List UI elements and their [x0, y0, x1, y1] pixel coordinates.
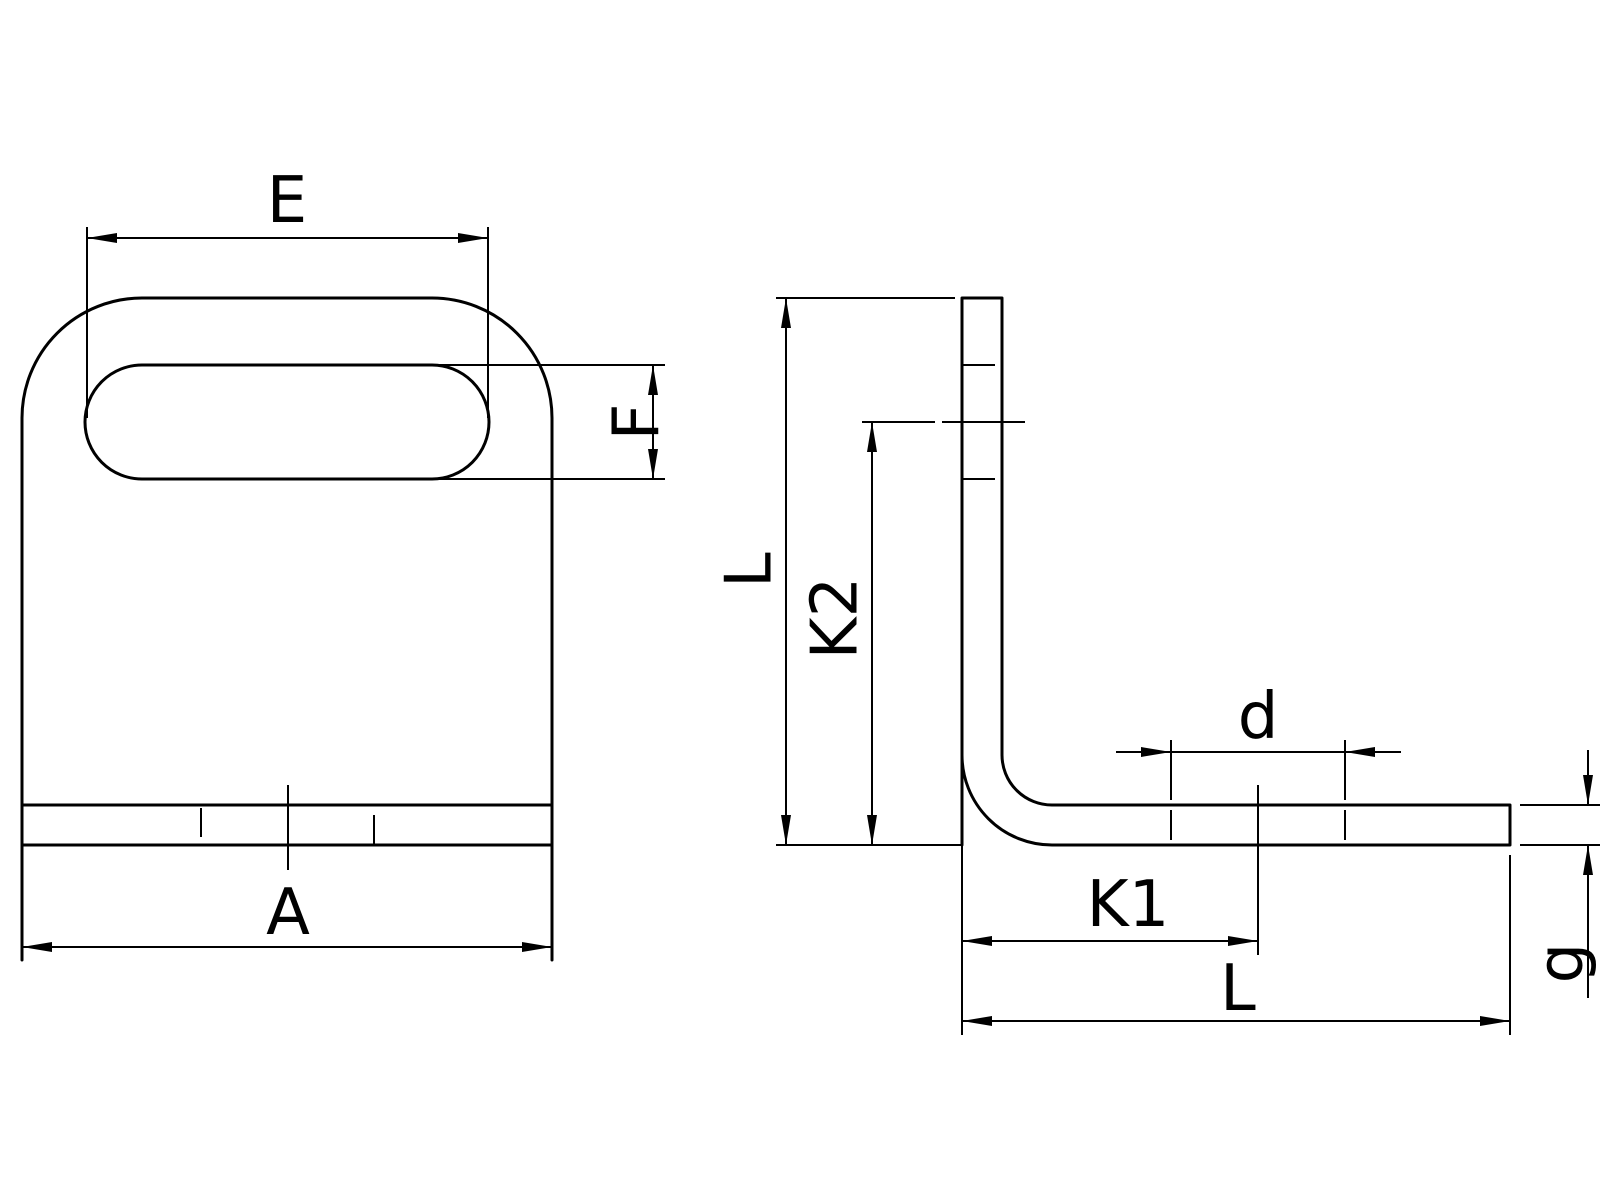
dimension-label-k1: K1	[1087, 868, 1170, 942]
dimension-label-d: d	[1238, 680, 1279, 754]
dimension-label-l-horizontal: L	[1220, 952, 1256, 1026]
angle-profile	[960, 296, 1512, 847]
dimension-label-l-vertical: L	[712, 552, 786, 588]
slot-outline	[83, 363, 491, 481]
side-view: L K2 d K1 L g	[712, 296, 1600, 1035]
dimension-label-e: E	[267, 164, 307, 238]
dimension-label-a: A	[266, 876, 310, 950]
dimension-label-k2: K2	[798, 577, 872, 660]
dimension-label-g: g	[1524, 943, 1598, 984]
dimension-label-f: F	[600, 404, 674, 441]
front-view: E F A	[20, 164, 674, 962]
